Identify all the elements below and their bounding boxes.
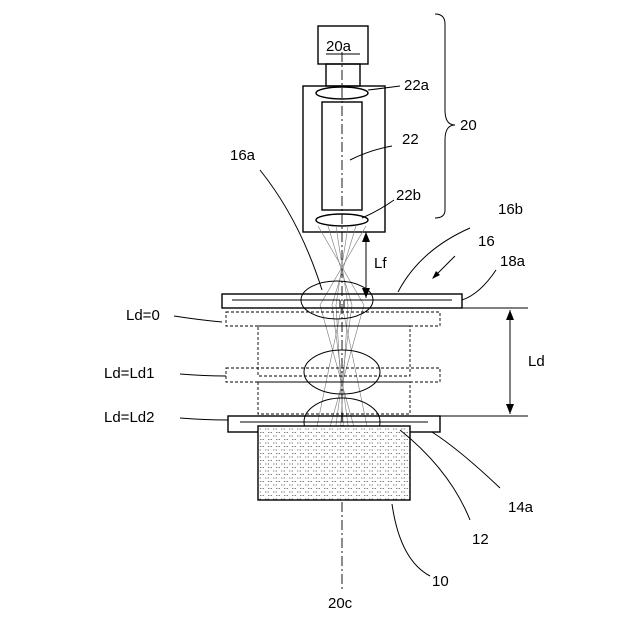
label-14a: 14a bbox=[508, 499, 534, 516]
label-20: 20 bbox=[460, 117, 477, 134]
label-ld1: Ld=Ld1 bbox=[104, 365, 154, 382]
label-22a: 22a bbox=[404, 77, 430, 94]
label-10: 10 bbox=[432, 573, 449, 590]
camera-20a bbox=[318, 26, 368, 86]
label-ld2: Ld=Ld2 bbox=[104, 409, 154, 426]
label-16b: 16b bbox=[498, 201, 523, 218]
label-16a: 16a bbox=[230, 147, 256, 164]
label-lf: Lf bbox=[374, 255, 387, 272]
label-22b: 22b bbox=[396, 187, 421, 204]
ld-dimension bbox=[440, 308, 528, 416]
label-ld: Ld bbox=[528, 353, 545, 370]
assembly-bracket bbox=[435, 14, 455, 218]
position-ld0 bbox=[226, 312, 440, 376]
leader-lines bbox=[174, 86, 500, 576]
label-18a: 18a bbox=[500, 253, 526, 270]
label-20a: 20a bbox=[326, 38, 352, 55]
label-12: 12 bbox=[472, 531, 489, 548]
lens-assembly-22 bbox=[303, 86, 385, 232]
label-ld0: Ld=0 bbox=[126, 307, 160, 324]
label-20c: 20c bbox=[328, 595, 353, 612]
container-10 bbox=[258, 426, 410, 500]
label-22: 22 bbox=[402, 131, 419, 148]
label-16: 16 bbox=[478, 233, 495, 250]
